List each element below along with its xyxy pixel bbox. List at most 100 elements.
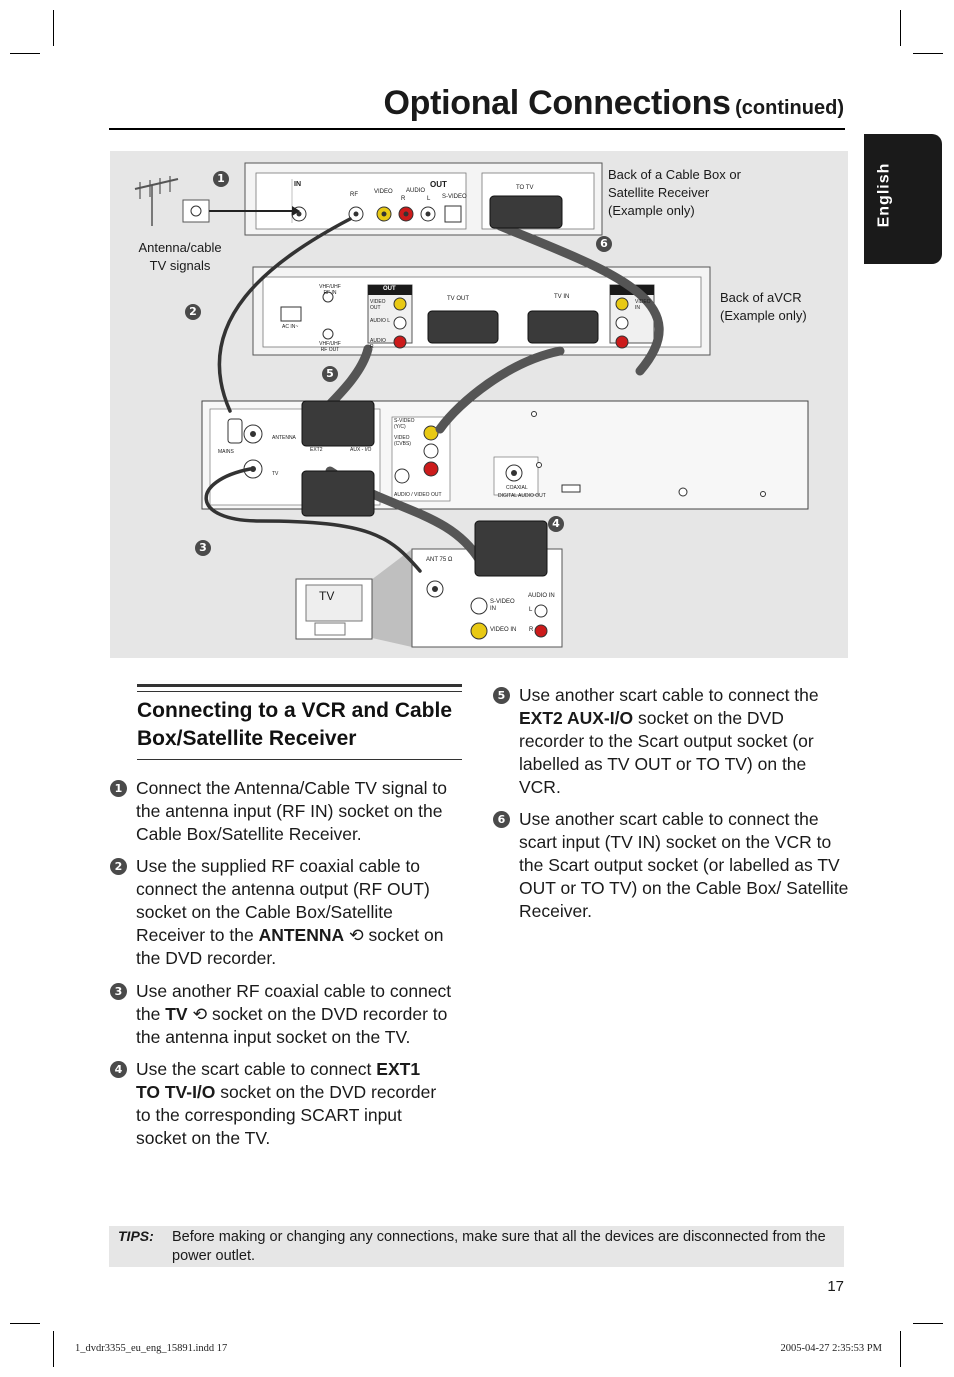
page-title: Optional Connections (continued) [383,84,844,123]
dvd-coaxial-label: COAXIAL [506,485,528,491]
step-1: 1 Connect the Antenna/Cable TV signal to… [110,777,461,846]
step-3: 3 Use another RF coaxial cable to connec… [110,980,461,1049]
crop-mark [900,10,901,46]
step-text: Connect the Antenna/Cable TV signal to t… [136,778,448,844]
tv-symbol-icon: ⟲ [187,1004,208,1024]
step-bold-text: TV [165,1004,188,1024]
cable-box-r-label: R [401,196,406,202]
page-title-main: Optional Connections [383,84,731,122]
section-title: Connecting to a VCR and Cable Box/Satell… [137,699,453,750]
tv-video-in-label: VIDEO IN [490,627,517,633]
step-bold-text: ANTENNA [258,925,345,945]
vcr-tv-in-label: TV IN [554,294,570,300]
step-number: 3 [110,983,127,1000]
tips-text: Before making or changing any connection… [172,1229,826,1264]
footer-file: 1_dvdr3355_eu_eng_15891.indd 17 [75,1343,228,1354]
dvd-aux-label: AUX - I/O [350,447,372,453]
cable-box-rf-label: RF [350,192,358,198]
cable-box-back-panel [244,162,603,236]
dvd-mains-label: MAINS [218,449,234,455]
vcr-out-label: OUT [383,286,396,292]
vcr-ac-in-label: AC IN~ [282,324,299,330]
antenna-label: Antenna/cable TV signals [138,240,222,273]
step-number: 5 [493,687,510,704]
step-text-end: socket on the DVD recorder to the antenn… [136,1004,448,1047]
step-text-end: socket on the DVD recorder. [136,925,444,968]
step-text: Use another RF coaxial cable to connect … [136,981,452,1024]
tv-audio-r-label: R [529,627,534,633]
step-bold-text: EXT1 TO TV-I/O [136,1059,421,1102]
title-rule [109,128,845,130]
page-title-suffix: (continued) [735,97,844,119]
vcr-vhf-in-label: VHF/UHF RF IN [319,284,341,296]
vcr-video-out-label: VIDEO OUT [370,299,386,311]
vcr-label: Back of aVCR (Example only) [720,290,807,323]
language-tab-label: English [875,162,893,228]
step-number: 2 [110,858,127,875]
tv-audio-in-label: AUDIO IN [528,593,555,599]
cable-box-in-label: IN [294,181,301,188]
tv-ant-label: ANT 75 Ω [426,557,453,563]
callout-1: 1 [213,171,229,187]
section-rule-top [137,684,462,687]
step-text: Use another scart cable to connect the [519,685,819,705]
step-text: Use another scart cable to connect the s… [519,809,849,921]
callout-3: 3 [195,540,211,556]
connection-diagram-drawing [134,162,809,648]
step-5: 5 Use another scart cable to connect the… [493,684,837,799]
step-6: 6 Use another scart cable to connect the… [493,808,849,923]
vcr-audio-l-label: AUDIO L [370,318,391,324]
step-text-end: socket on the DVD recorder to the Scart … [519,708,814,797]
step-text: Use the scart cable to connect [136,1059,377,1079]
step-number: 4 [110,1061,127,1078]
crop-mark [53,10,54,46]
callout-2: 2 [185,304,201,320]
section-rule-top-thin [137,691,462,692]
dvd-svideo-label: S-VIDEO (Y/C) [394,418,415,430]
cable-box-svideo-label: S-VIDEO [442,194,467,200]
crop-mark [913,53,943,54]
tv-label: TV [319,589,335,603]
step-2: 2 Use the supplied RF coaxial cable to c… [110,855,461,970]
vcr-vhf-out-label: VHF/UHF RF OUT [319,341,341,353]
language-tab: English [864,134,942,264]
scart-connectors [301,195,599,577]
crop-mark [913,1323,943,1324]
dvd-antenna-label: ANTENNA [272,435,296,441]
crop-mark [10,53,40,54]
antenna-symbol-icon: ⟲ [344,925,364,945]
cable-box-out-label: OUT [430,180,447,189]
tv-audio-l-label: L [529,607,533,613]
vcr-audio-r-label: AUDIO R [370,338,386,350]
step-text: Use the supplied RF coaxial cable to con… [136,856,430,945]
cable-box-video-label: VIDEO [374,189,393,195]
cable-box-label: Back of a Cable Box or Satellite Receive… [608,167,741,218]
callout-6: 6 [596,236,612,252]
dvd-video-label: VIDEO (CVBS) [394,435,411,447]
step-text-end: socket on the DVD recorder to the corres… [136,1082,437,1148]
page-number: 17 [827,1278,844,1295]
vcr-tv-out-label: TV OUT [447,296,469,302]
step-number: 1 [110,780,127,797]
dvd-ext2-label: EXT2 [310,447,323,453]
step-bold-text: EXT2 AUX-I/O [519,708,634,728]
section-rule-bottom [137,759,462,760]
footer-timestamp: 2005-04-27 2:35:53 PM [780,1343,882,1354]
cable-box-l-label: L [427,196,431,202]
vcr-video-in-label: VIDEO IN [635,299,651,311]
tips-label: TIPS: [118,1228,154,1244]
connection-diagram: Antenna/cable TV signals Back of a Cable… [110,151,848,658]
step-4: 4 Use the scart cable to connect EXT1 TO… [110,1058,441,1150]
tips-box: TIPS: Before making or changing any conn… [109,1226,844,1267]
tv-svideo-in-label: S-VIDEO IN [490,599,515,612]
dvd-tv-label: TV [272,471,279,477]
callout-4: 4 [548,516,564,532]
step-number: 6 [493,811,510,828]
callout-5: 5 [322,366,338,382]
cable-box-to-tv-label: TO TV [516,185,534,191]
antenna-graphic [134,176,300,226]
cable-box-audio-label: AUDIO [406,188,426,194]
crop-mark [53,1331,54,1367]
crop-mark [900,1331,901,1367]
tv-inset-panel [295,548,563,648]
